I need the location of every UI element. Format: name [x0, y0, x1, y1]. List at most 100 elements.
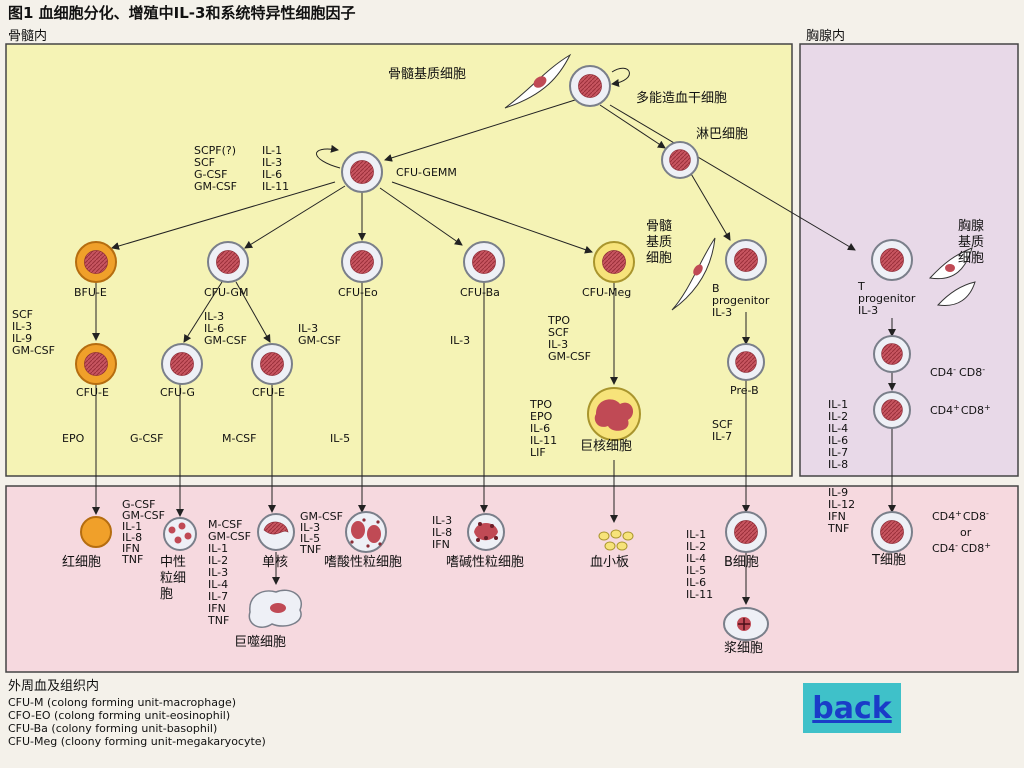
stem-cell-label: 多能造血干细胞: [636, 90, 727, 106]
lymphoid-label: 淋巴细胞: [696, 127, 748, 142]
factor-b-periph-2: IL-2: [686, 540, 706, 553]
periphery-region: [5, 485, 1019, 673]
cd-or: or: [960, 526, 972, 539]
megakaryocyte-label: 巨核细胞: [580, 439, 632, 454]
stroma-mid-label-3: 细胞: [646, 251, 672, 266]
factor-meg2-4: IL-11: [530, 434, 557, 447]
monocyte-label: 单核: [262, 555, 288, 570]
region-periphery-label: 外周血及组织内: [8, 678, 99, 694]
dn-cd4: CD4: [930, 366, 953, 379]
factor-baso-periph-3: IFN: [432, 538, 450, 551]
svg-text:CD4+CD8+: CD4+CD8+: [930, 403, 991, 417]
cfu-e-mid-label: CFU-E: [252, 386, 285, 399]
cd-labels: CD4-CD8- CD4+CD8+ CD4+CD8- or CD4-CD8+: [930, 365, 991, 555]
legend-1: CFU-M (colong forming unit-macrophage): [8, 696, 236, 709]
cfu-meg-cell: [593, 241, 635, 283]
platelet-label: 血小板: [590, 555, 629, 570]
legend-4: CFU-Meg (cloony forming unit-megakaryocy…: [8, 735, 266, 748]
factor-t-periph-4: TNF: [827, 522, 849, 535]
monocyte-cell: [257, 513, 295, 551]
sp1-cd8-sup: -: [986, 509, 989, 518]
factor-mono-periph-1: M-CSF: [208, 518, 242, 531]
region-marrow-label: 骨髓内: [8, 28, 47, 44]
back-button[interactable]: back: [803, 683, 901, 733]
factor-meg2-3: IL-6: [530, 422, 550, 435]
factor-mono-periph-8: IFN: [208, 602, 226, 615]
factor-bfu-e-2: IL-3: [12, 320, 32, 333]
factor-neut-periph-2: GM-CSF: [122, 509, 165, 522]
cfu-gemm-label: CFU-GEMM: [396, 166, 457, 179]
legend-3: CFU-Ba (colony forming unit-basophil): [8, 722, 217, 735]
stroma-cell-thymus: [928, 247, 976, 307]
factor-b-periph-6: IL-11: [686, 588, 713, 601]
eosinophil-label: 嗜酸性粒细胞: [324, 555, 402, 570]
factor-meg-4: GM-CSF: [548, 350, 591, 363]
figure-title: 图1 血细胞分化、增殖中IL-3和系统特异性细胞因子: [8, 4, 355, 22]
factor-neut-periph-4: IL-8: [122, 531, 142, 544]
factor-meg-2: SCF: [548, 326, 569, 339]
rbc-label: 红细胞: [62, 554, 101, 570]
neutrophil-cell: [163, 517, 197, 551]
plasma-cell-label: 浆细胞: [724, 641, 763, 656]
thymus-stroma-label-3: 细胞: [958, 251, 984, 266]
factor-gemm-left-1: SCPF(?): [194, 144, 236, 157]
stem-cell: [569, 65, 611, 107]
factor-pre-b-1: SCF: [712, 418, 733, 431]
thymus-stroma-label-1: 胸腺: [958, 219, 984, 234]
legend-2: CFO-EO (colong forming unit-eosinophil): [8, 709, 230, 722]
sp1-cd8: CD8: [963, 510, 986, 523]
factor-gemm-left-3: G-CSF: [194, 168, 227, 181]
factor-neut-periph-5: IFN: [122, 542, 140, 555]
stroma-mid-label-2: 基质: [646, 235, 672, 250]
factor-eo-2: GM-CSF: [298, 334, 341, 347]
b-prog-label-1: B: [712, 282, 720, 295]
factor-t-thymus-3: IL-4: [828, 422, 848, 435]
dp-cd8-sup: +: [984, 403, 991, 412]
stroma-top-label: 骨髓基质细胞: [388, 67, 466, 82]
cfu-meg-label: CFU-Meg: [582, 286, 631, 299]
factor-mono-periph-4: IL-2: [208, 554, 228, 567]
platelets: [598, 529, 634, 551]
region-thymus-label: 胸腺内: [806, 28, 845, 44]
factor-t-periph-1: IL-9: [828, 486, 848, 499]
neutrophil-label-3: 胞: [160, 587, 173, 602]
sp1-cd4: CD4: [932, 510, 955, 523]
factor-il5: IL-5: [330, 432, 350, 445]
svg-text:CD4-CD8+: CD4-CD8+: [932, 541, 991, 555]
plasma-cell: [723, 607, 769, 641]
factor-cfu-gm-2: IL-6: [204, 322, 224, 335]
pre-b-label: Pre-B: [730, 384, 759, 397]
dp-cd4: CD4: [930, 404, 953, 417]
cfu-eo-cell: [341, 241, 383, 283]
t-cell: [871, 511, 913, 553]
factor-gemm-right-2: IL-3: [262, 156, 282, 169]
megakaryocyte-cell: [587, 387, 641, 441]
sp2-cd4-sup: -: [955, 541, 958, 550]
stroma-cell-top: [504, 53, 572, 109]
basophil-cell: [467, 513, 505, 551]
cfu-eo-label: CFU-Eo: [338, 286, 378, 299]
cfu-ba-cell: [463, 241, 505, 283]
dp-cd8: CD8: [961, 404, 984, 417]
factor-t-thymus-5: IL-7: [828, 446, 848, 459]
factor-gemm-right-4: IL-11: [262, 180, 289, 193]
factor-mono-periph-9: TNF: [207, 614, 229, 627]
factor-mono-periph-5: IL-3: [208, 566, 228, 579]
thymus-stroma-label-2: 基质: [958, 235, 984, 250]
factor-b-periph-3: IL-4: [686, 552, 706, 565]
rbc-cell: [80, 516, 112, 548]
eosinophil-cell: [345, 511, 387, 553]
cfu-e-left-label: CFU-E: [76, 386, 109, 399]
factor-t-thymus-2: IL-2: [828, 410, 848, 423]
factor-cfu-gm-3: GM-CSF: [204, 334, 247, 347]
cfu-g-cell: [161, 343, 203, 385]
arrows: [92, 67, 896, 605]
factor-b-periph-5: IL-6: [686, 576, 706, 589]
factor-gemm-right-1: IL-1: [262, 144, 282, 157]
t-dn-cell: [873, 335, 911, 373]
dn-cd8: CD8: [959, 366, 982, 379]
factor-neut-periph-1: G-CSF: [122, 498, 155, 511]
sp2-cd8: CD8: [961, 542, 984, 555]
factor-eos-periph-2: IL-3: [300, 521, 320, 534]
